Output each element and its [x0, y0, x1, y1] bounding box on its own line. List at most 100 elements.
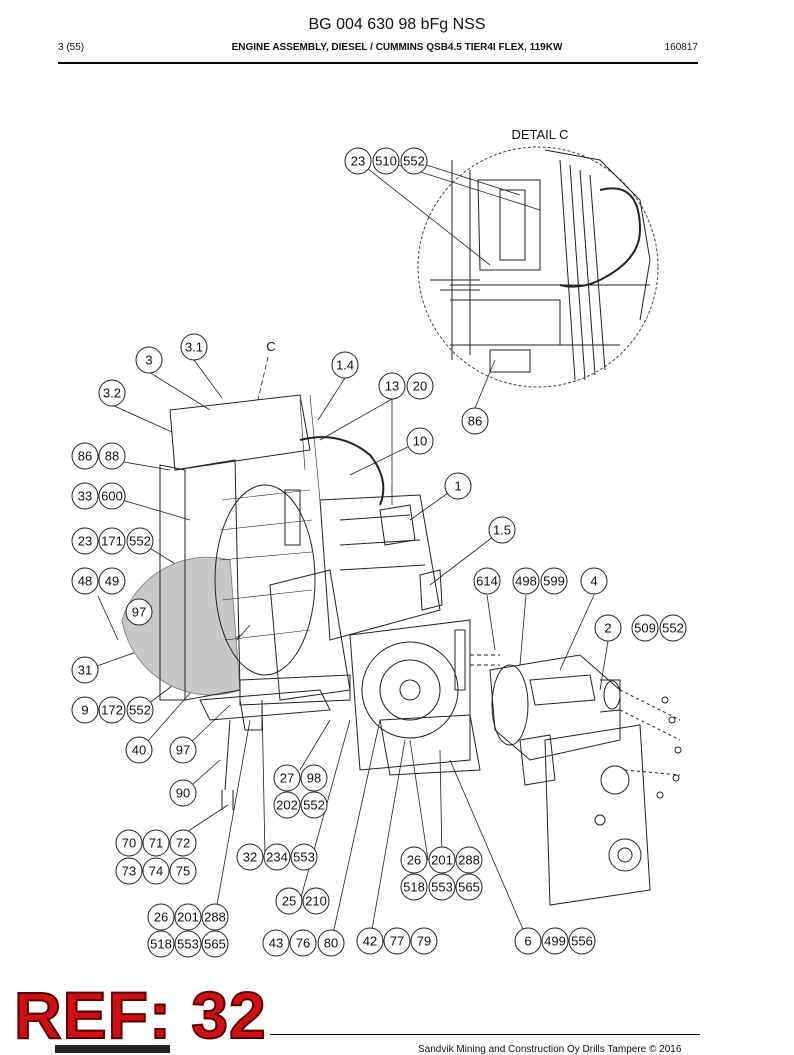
callout-circle: [126, 696, 154, 724]
callout-label: 172: [101, 703, 123, 718]
callout-bubble: 88: [98, 442, 126, 470]
callout-label: 73: [122, 864, 136, 879]
callout-bubble: 25: [275, 887, 303, 915]
callout-bubble: 2: [594, 614, 622, 642]
callout-label: 553: [431, 880, 453, 895]
callout-label: 553: [177, 937, 199, 952]
callout-label: 2: [604, 621, 611, 636]
callout-circle: [71, 696, 99, 724]
callout-label: 552: [303, 798, 325, 813]
callout-bubble: 1: [444, 472, 472, 500]
callout-label: 498: [515, 574, 537, 589]
callout-circle: [383, 927, 411, 955]
callout-label: 4: [590, 574, 597, 589]
callout-bubble: 48: [71, 567, 99, 595]
callout-label: 552: [129, 703, 151, 718]
callout-label: 86: [468, 414, 482, 429]
callout-bubble: 614: [473, 567, 501, 595]
callout-label: 75: [176, 864, 190, 879]
callout-circle: [273, 791, 301, 819]
callout-circle: [125, 598, 153, 626]
callout-bubble: 553: [428, 873, 456, 901]
callout-circle: [125, 736, 153, 764]
callout-circle: [428, 846, 456, 874]
header-rule: [58, 62, 698, 64]
callout-circle: [98, 696, 126, 724]
callout-bubble: 74: [142, 857, 170, 885]
callout-circle: [169, 829, 197, 857]
callout-bubble: 43: [262, 929, 290, 957]
callout-circle: [512, 567, 540, 595]
callout-bubble: 32: [236, 843, 264, 871]
callout-bubble: 4: [580, 567, 608, 595]
callout-label: 74: [149, 864, 163, 879]
callout-bubble: 27: [273, 764, 301, 792]
document-title: BG 004 630 98 bFg NSS: [308, 16, 486, 33]
callout-label: 10: [413, 434, 427, 449]
callout-circle: [275, 887, 303, 915]
callout-bubble: 31: [71, 656, 99, 684]
callout-bubble: 3: [135, 346, 163, 374]
callout-label: 1: [454, 479, 461, 494]
callout-label: 210: [305, 894, 327, 909]
callout-circle: [461, 407, 489, 435]
callout-bubble: 76: [289, 929, 317, 957]
callout-bubble: 79: [410, 927, 438, 955]
callout-circle: [98, 379, 126, 407]
callout-label: 1.5: [493, 523, 511, 538]
callout-label: 599: [543, 574, 565, 589]
callout-bubble: 510: [372, 147, 400, 175]
callout-bubble: 98: [300, 764, 328, 792]
callout-label: 509: [634, 621, 656, 636]
ref-stamp: REF: 32: [13, 978, 267, 1052]
callout-circle: [98, 442, 126, 470]
callout-circle: [514, 927, 542, 955]
callout-label: 288: [204, 910, 226, 925]
callout-label: 43: [269, 936, 283, 951]
callout-label: 3.2: [103, 386, 121, 401]
callout-circle: [174, 930, 202, 958]
engine-assembly: [121, 394, 481, 810]
callout-circle: [169, 736, 197, 764]
callout-bubble: 288: [201, 903, 229, 931]
callout-bubble: 23: [344, 147, 372, 175]
callout-circle: [201, 903, 229, 931]
callout-bubble: 518: [147, 930, 175, 958]
callout-circle: [331, 351, 359, 379]
callout-circle: [302, 887, 330, 915]
callout-label: 6: [524, 934, 531, 949]
callout-circle: [406, 372, 434, 400]
callout-bubble: 26: [400, 846, 428, 874]
callout-circle: [71, 482, 99, 510]
callout-bubble: 499: [541, 927, 569, 955]
callout-circle: [455, 846, 483, 874]
callout-bubble: 70: [115, 829, 143, 857]
callout-circle: [400, 846, 428, 874]
section-title: ENGINE ASSEMBLY, DIESEL / CUMMINS QSB4.5…: [231, 42, 563, 53]
callout-circle: [444, 472, 472, 500]
callout-circle: [262, 929, 290, 957]
callout-bubble: 77: [383, 927, 411, 955]
callout-circle: [115, 829, 143, 857]
callout-circle: [71, 527, 99, 555]
callout-bubble: 498: [512, 567, 540, 595]
callout-label: 72: [176, 836, 190, 851]
callout-circle: [344, 147, 372, 175]
callout-circle: [290, 843, 318, 871]
callout-bubble: 42: [356, 927, 384, 955]
callout-circle: [98, 567, 126, 595]
callout-bubble: 71: [142, 829, 170, 857]
callout-label: 31: [78, 663, 92, 678]
callout-label: 201: [177, 910, 199, 925]
callout-bubble: 288: [455, 846, 483, 874]
callout-label: 3: [145, 353, 152, 368]
document-code: 160817: [664, 42, 698, 53]
callout-bubble: 86: [461, 407, 489, 435]
callout-circle: [71, 442, 99, 470]
callout-bubble: 234: [263, 843, 291, 871]
callout-circle: [428, 873, 456, 901]
callout-label: 76: [296, 936, 310, 951]
callout-bubble: 553: [174, 930, 202, 958]
callout-label: 552: [403, 154, 425, 169]
